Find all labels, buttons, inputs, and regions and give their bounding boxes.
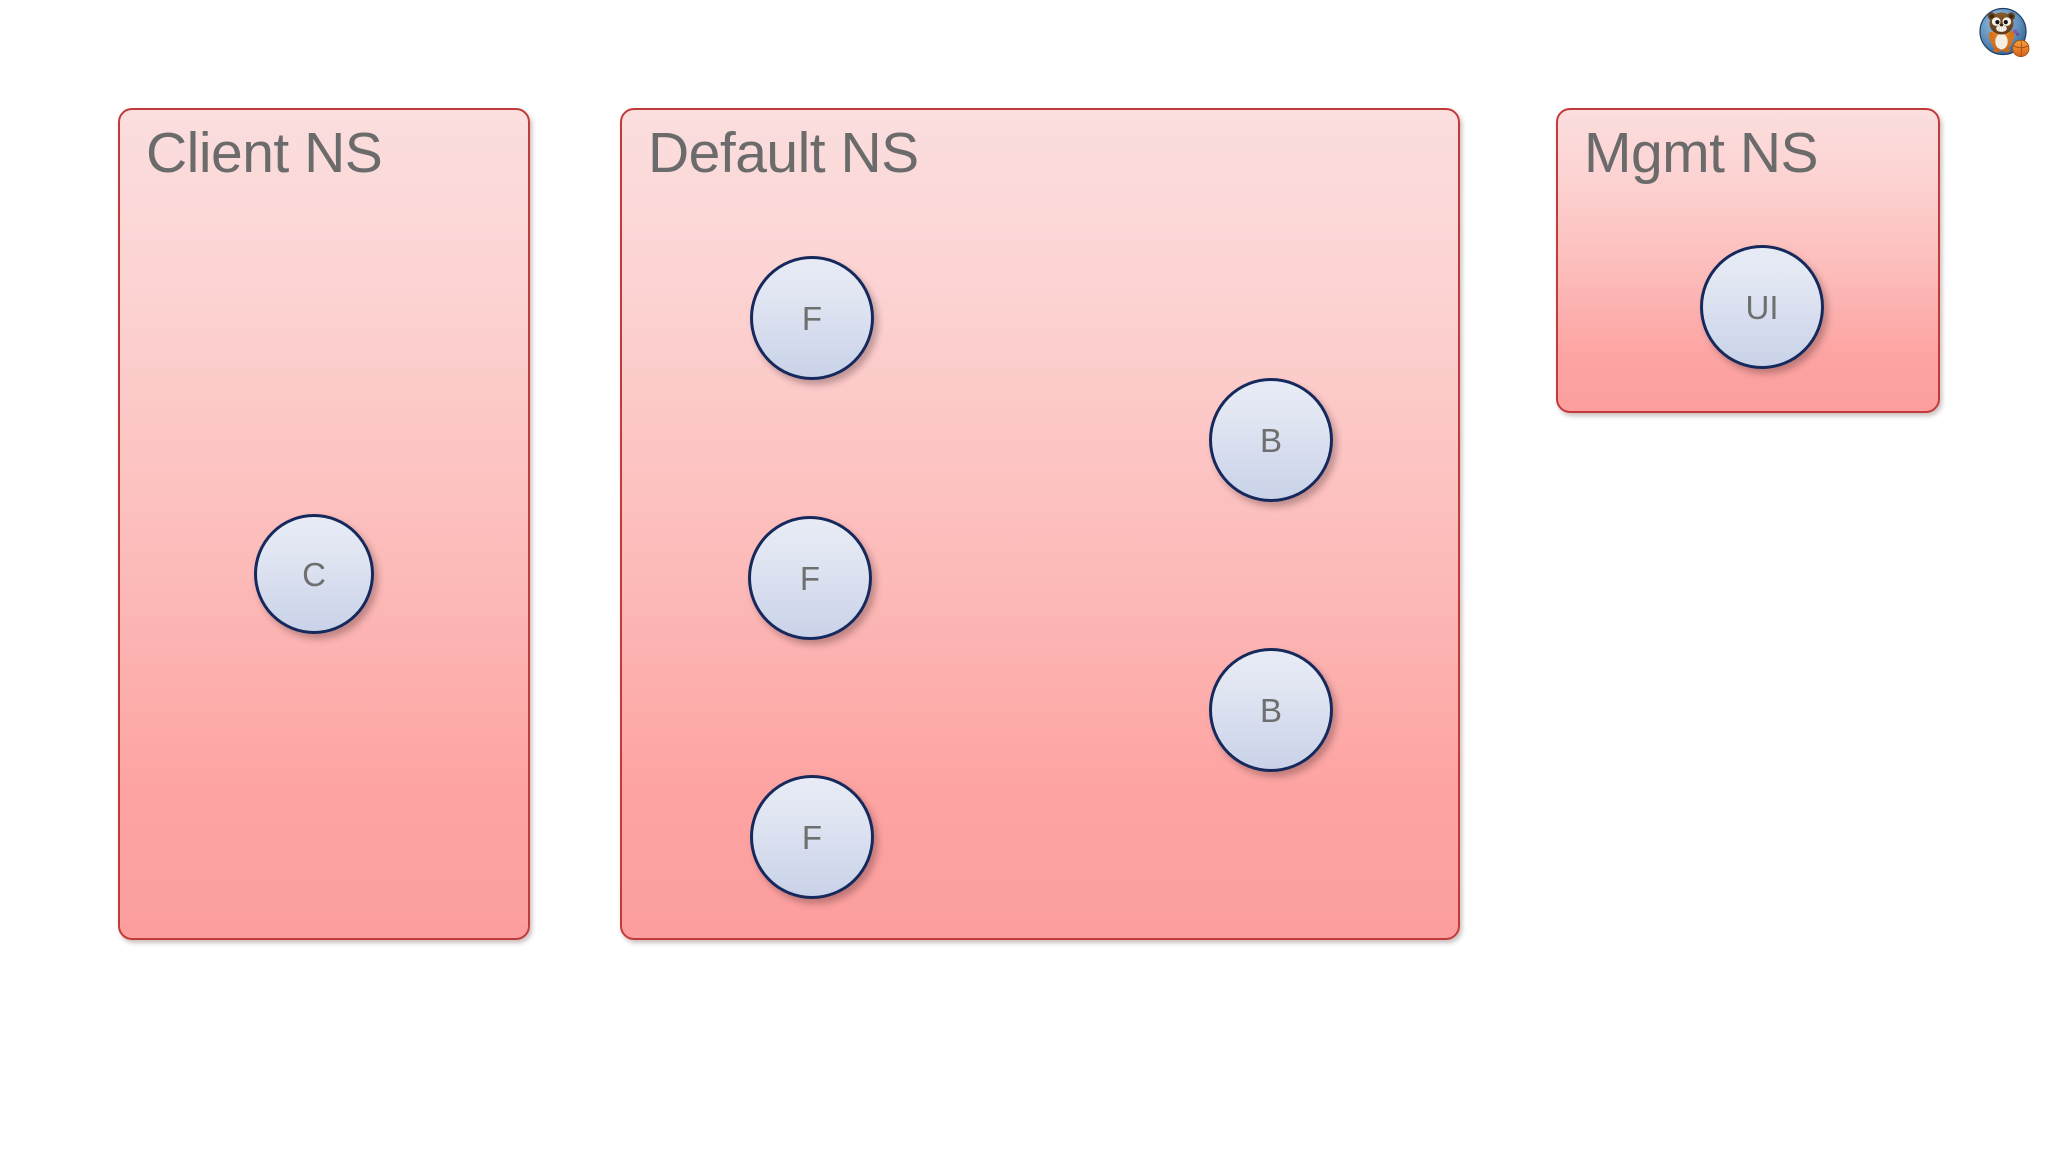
pod-label: C	[302, 555, 326, 593]
pod-default-f1[interactable]: F	[750, 256, 874, 380]
pod-label: F	[799, 559, 821, 597]
pod-default-b2[interactable]: B	[1209, 648, 1333, 772]
pod-label: F	[801, 299, 823, 337]
gopher-logo-icon	[1978, 6, 2032, 60]
namespace-box-default-ns[interactable]: Default NS F F F B B	[620, 108, 1460, 940]
pod-label: UI	[1745, 288, 1779, 326]
pod-default-f3[interactable]: F	[750, 775, 874, 899]
namespace-title-client-ns: Client NS	[146, 121, 383, 185]
namespace-title-default-ns: Default NS	[648, 121, 919, 185]
pod-mgmt-ui[interactable]: UI	[1700, 245, 1824, 369]
namespace-box-client-ns[interactable]: Client NS C	[118, 108, 530, 940]
pod-default-f2[interactable]: F	[748, 516, 872, 640]
namespace-title-mgmt-ns: Mgmt NS	[1584, 121, 1819, 185]
namespace-box-mgmt-ns[interactable]: Mgmt NS UI	[1556, 108, 1940, 413]
pod-label: B	[1259, 691, 1282, 729]
pod-client-c[interactable]: C	[254, 514, 374, 634]
pod-label: B	[1259, 421, 1282, 459]
pod-default-b1[interactable]: B	[1209, 378, 1333, 502]
pod-label: F	[801, 818, 823, 856]
